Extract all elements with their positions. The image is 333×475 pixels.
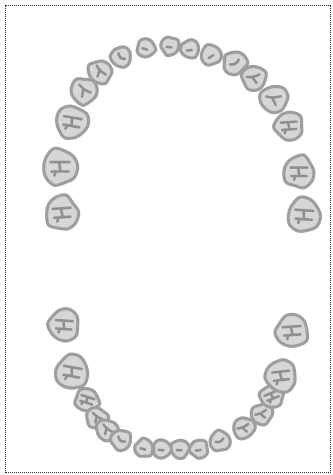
upper-tooth-molar <box>54 104 91 141</box>
lower-arch <box>47 308 309 460</box>
upper-tooth-incisor <box>136 37 157 58</box>
tooth-groove <box>187 50 191 51</box>
tooth-crown <box>154 440 172 458</box>
upper-arch <box>44 37 322 232</box>
upper-tooth-incisor <box>179 38 200 60</box>
lower-tooth-incisor <box>133 437 155 459</box>
tooth-groove <box>196 450 200 451</box>
lower-tooth-incisor <box>154 440 172 458</box>
lower-tooth-incisor <box>188 439 210 460</box>
upper-tooth-molar <box>287 196 321 232</box>
upper-tooth-incisor <box>161 37 179 55</box>
upper-tooth-molar <box>44 148 78 185</box>
upper-tooth-molar <box>273 111 303 141</box>
lower-tooth-molar <box>47 308 79 342</box>
lower-tooth-incisor <box>170 440 190 460</box>
tooth-groove <box>143 48 147 49</box>
upper-tooth-molar <box>45 194 80 231</box>
tooth-crown <box>133 437 155 459</box>
upper-tooth-molar <box>284 155 314 188</box>
lower-tooth-molar <box>53 352 91 391</box>
tooth-groove <box>177 450 181 451</box>
lower-tooth-canine <box>206 427 233 455</box>
lower-tooth-molar <box>274 313 309 347</box>
upper-tooth-incisor <box>196 41 224 69</box>
tooth-crown <box>196 41 224 69</box>
tooth-groove <box>141 448 145 449</box>
upper-tooth-premolar <box>258 84 291 115</box>
tooth-crown <box>136 37 157 58</box>
